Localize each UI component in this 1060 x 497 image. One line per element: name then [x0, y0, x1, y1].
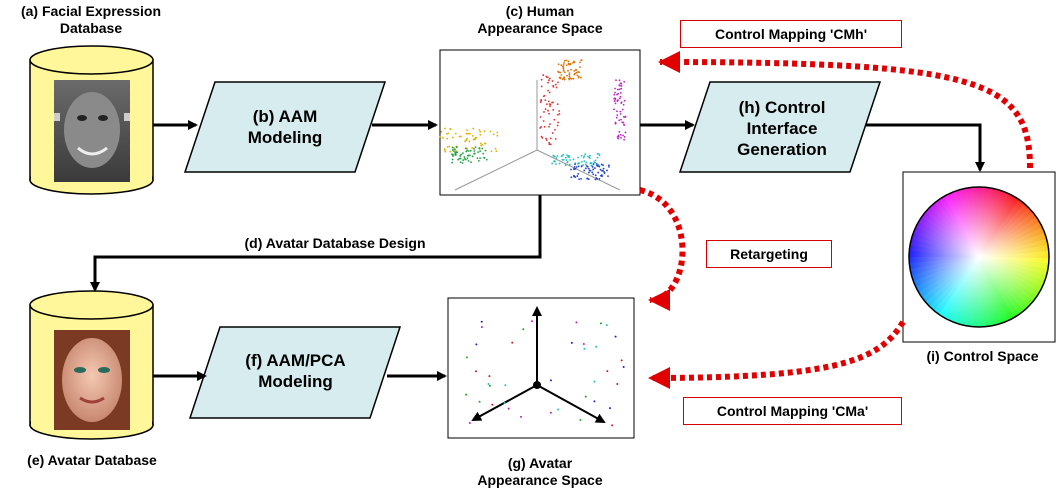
control-interface-label: (h) Control Interface Generation — [712, 88, 852, 168]
control-interface-line3: Generation — [737, 139, 827, 159]
facial-database-label: (a) Facial Expression Database — [2, 3, 180, 37]
avatar-space-label-line2: Appearance Space — [477, 472, 603, 488]
control-mapping-cma-label: Control Mapping 'CMa' — [683, 397, 902, 425]
human-appearance-space-plot — [439, 49, 641, 196]
avatar-space-label: (g) Avatar Appearance Space — [440, 455, 640, 489]
aam-modeling-box — [183, 81, 387, 173]
avatar-space-label-line1: (g) Avatar — [507, 455, 573, 471]
aam-modeling-line1: (b) AAM — [252, 107, 318, 126]
aam-modeling-line2: Modeling — [247, 128, 323, 147]
aam-pca-modeling-label: (f) AAM/PCA Modeling — [218, 336, 373, 406]
avatar-appearance-space-plot — [447, 297, 635, 439]
mapping-arrows — [639, 51, 1033, 389]
control-interface-line2: Interface — [746, 118, 818, 138]
control-space-label: (i) Control Space — [926, 348, 1039, 364]
human-space-label: (c) Human Appearance Space — [440, 3, 640, 37]
flow-arrows — [90, 120, 985, 381]
avatar-database-label: (e) Avatar Database — [27, 452, 157, 468]
aam-pca-modeling-box — [188, 326, 402, 419]
aam-pca-modeling-line2: Modeling — [258, 372, 333, 391]
facial-database-label-line2: Database — [59, 20, 123, 36]
facial-database-label-line1: (a) Facial Expression — [20, 3, 162, 19]
aam-modeling-label: (b) AAM Modeling — [215, 92, 355, 162]
retargeting-label: Retargeting — [706, 240, 832, 268]
avatar-database-cylinder — [29, 290, 154, 440]
human-space-label-line2: Appearance Space — [477, 20, 603, 36]
control-mapping-cmh-label: Control Mapping 'CMh' — [680, 20, 902, 48]
control-interface-line1: (h) Control — [738, 97, 826, 117]
avatar-database-design-label: (d) Avatar Database Design — [244, 235, 426, 251]
human-space-label-line1: (c) Human — [505, 3, 575, 19]
control-space-color-wheel — [902, 171, 1056, 343]
control-interface-generation-box — [678, 81, 882, 173]
facial-expression-database-cylinder — [29, 45, 154, 195]
aam-pca-modeling-line1: (f) AAM/PCA — [245, 351, 346, 370]
